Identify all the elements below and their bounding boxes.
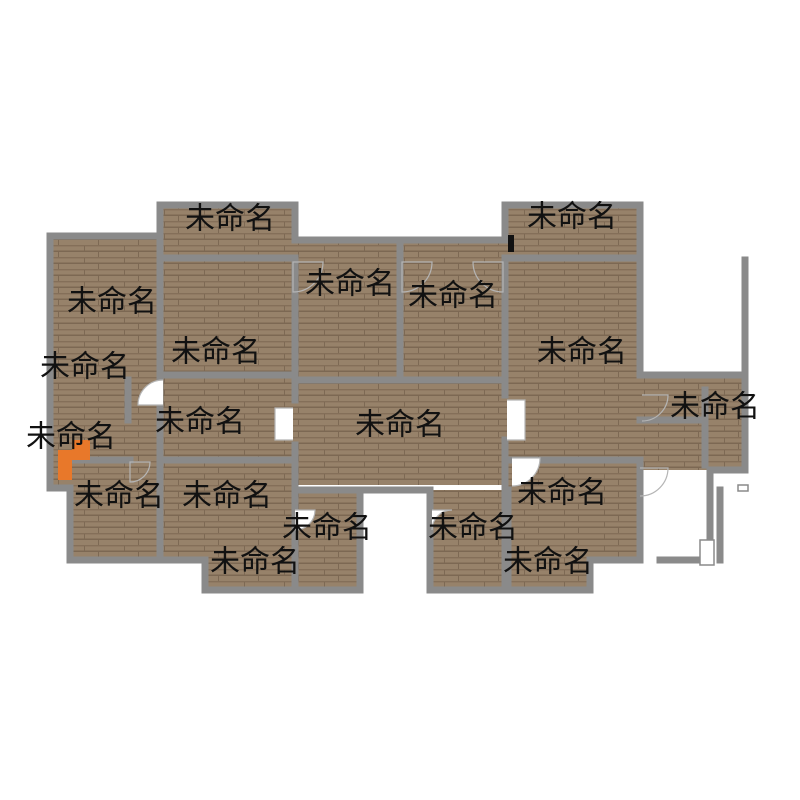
room-label-r1: 未命名 bbox=[185, 202, 275, 237]
floor-north-middle-left bbox=[295, 240, 400, 380]
walls bbox=[46, 201, 749, 594]
floor-south-bay-left bbox=[205, 490, 360, 590]
door-south-left[interactable] bbox=[294, 509, 316, 531]
floor-north-bedroom bbox=[160, 205, 295, 375]
door-west-corridor[interactable] bbox=[137, 379, 164, 406]
room-label-r12: 未命名 bbox=[26, 420, 116, 455]
door-corridor-living[interactable] bbox=[274, 407, 293, 441]
floor-west-rooms bbox=[50, 236, 165, 488]
door-balcony[interactable] bbox=[641, 394, 669, 422]
room-label-r8: 未命名 bbox=[40, 350, 130, 385]
door-south-east[interactable] bbox=[511, 457, 541, 487]
door-north-right[interactable] bbox=[401, 261, 433, 293]
door-east-exterior[interactable] bbox=[639, 467, 669, 497]
outer-wall-west-south bbox=[46, 232, 644, 594]
room-label-r10: 未命名 bbox=[155, 405, 245, 440]
room-label-r15: 未命名 bbox=[517, 476, 607, 511]
room-label-r17: 未命名 bbox=[428, 511, 518, 546]
orange-fixture bbox=[58, 450, 72, 480]
floor-southwest-room bbox=[70, 460, 160, 560]
room-label-r6: 未命名 bbox=[171, 335, 261, 370]
outer-wall-north-east bbox=[46, 201, 749, 564]
room-label-r4: 未命名 bbox=[408, 279, 498, 314]
room-label-r14: 未命名 bbox=[182, 479, 272, 514]
room-label-r19: 未命名 bbox=[503, 545, 593, 580]
room-label-r18: 未命名 bbox=[210, 545, 300, 580]
room-label-r11: 未命名 bbox=[355, 408, 445, 443]
room-label-r5: 未命名 bbox=[67, 285, 157, 320]
small-fixture bbox=[737, 484, 749, 492]
room-label-r2: 未命名 bbox=[527, 200, 617, 235]
door-southwest[interactable] bbox=[129, 461, 151, 483]
door-south-right[interactable] bbox=[431, 509, 453, 531]
room-label-r9: 未命名 bbox=[670, 390, 760, 425]
room-labels: 未命名 未命名 未命名 未命名 未命名 未命名 未命名 未命名 未命名 未命名 … bbox=[26, 200, 760, 580]
room-label-r7: 未命名 bbox=[537, 335, 627, 370]
corner-fixture bbox=[699, 539, 715, 566]
door-east-bedroom[interactable] bbox=[472, 261, 504, 293]
door-north-middle[interactable] bbox=[292, 261, 324, 293]
room-label-r3: 未命名 bbox=[305, 267, 395, 302]
floor-north-middle-right bbox=[400, 240, 510, 380]
door-living-east[interactable] bbox=[507, 399, 526, 441]
orange-fixture-2 bbox=[72, 440, 90, 460]
column-marker bbox=[508, 235, 514, 252]
doors bbox=[129, 261, 669, 531]
room-label-r13: 未命名 bbox=[74, 479, 164, 514]
room-label-r16: 未命名 bbox=[282, 511, 372, 546]
floor-living-room bbox=[295, 380, 505, 485]
floor-corridor-west bbox=[160, 375, 295, 460]
